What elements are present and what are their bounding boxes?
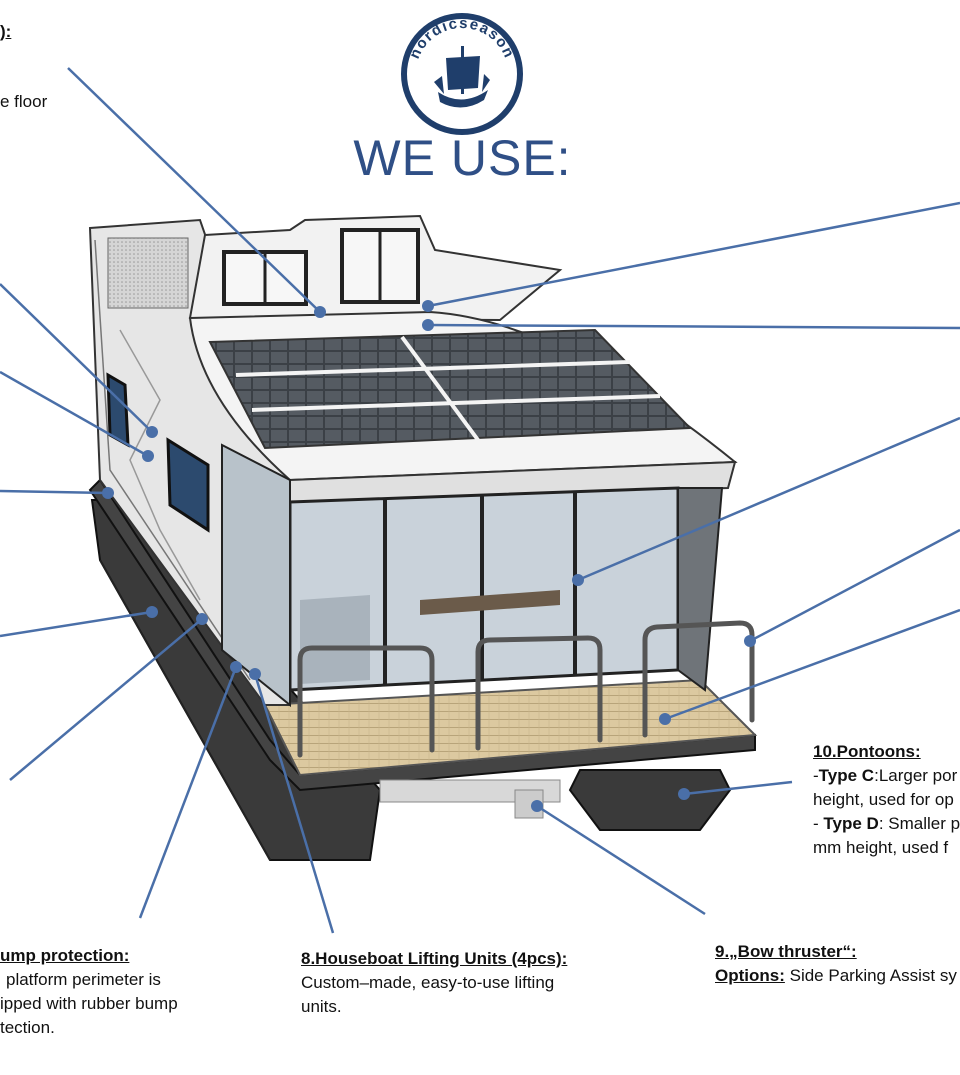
type-d-label: Type D (823, 814, 879, 833)
bump-protection-line-2: ipped with rubber bump (0, 994, 178, 1013)
lifting-units-line-2: units. (301, 997, 342, 1016)
side-window-2 (166, 437, 210, 533)
deck-railings (297, 620, 755, 758)
bow-thruster-note: 9.„Bow thruster“: Options: Side Parking … (715, 940, 957, 988)
side-vent (107, 237, 189, 309)
leader-markers (102, 300, 756, 812)
deck (263, 678, 758, 777)
bow-thruster-title: 9.„Bow thruster“: (715, 942, 857, 961)
floor-text-fragment: e floor (0, 92, 48, 111)
type-c-prefix: - (813, 766, 819, 785)
bump-protection-note: ump protection: platform perimeter is ip… (0, 944, 178, 1040)
type-d-line-2: mm height, used f (813, 838, 949, 857)
viking-ship-icon (434, 46, 490, 108)
solar-panels (208, 328, 693, 450)
lifting-units-note: 8.Houseboat Lifting Units (4pcs): Custom… (301, 947, 567, 1019)
pontoons-title: 10.Pontoons: (813, 742, 921, 761)
pontoons-note: 10.Pontoons: -Type C:Larger por height, … (813, 740, 960, 860)
bump-protection-title: ump protection: (0, 946, 130, 965)
side-screen (677, 487, 724, 692)
page-heading: WE USE: (353, 130, 572, 186)
bump-protection-line-3: tection. (0, 1018, 55, 1037)
top-left-heading-fragment: ): (0, 22, 12, 41)
bump-protection-line-1: platform perimeter is (6, 970, 161, 989)
cabin-side-glass (221, 443, 291, 708)
type-c-text: :Larger por (874, 766, 958, 785)
pontoon-right (568, 769, 732, 831)
type-c-line-2: height, used for op (813, 790, 954, 809)
bow-thruster-options-label: Options: (715, 966, 785, 985)
lifting-units-line-1: Custom–made, easy-to-use lifting (301, 973, 555, 992)
leader-lines (0, 67, 960, 934)
nordicseason-logo: nordicseason (401, 13, 523, 135)
type-d-text: : Smaller p (878, 814, 960, 833)
type-c-label: Type C (818, 766, 875, 785)
lifting-units-title: 8.Houseboat Lifting Units (4pcs): (301, 949, 568, 968)
type-d-prefix: - (813, 814, 824, 833)
bow-thruster-options-text: Side Parking Assist sy (784, 966, 957, 985)
